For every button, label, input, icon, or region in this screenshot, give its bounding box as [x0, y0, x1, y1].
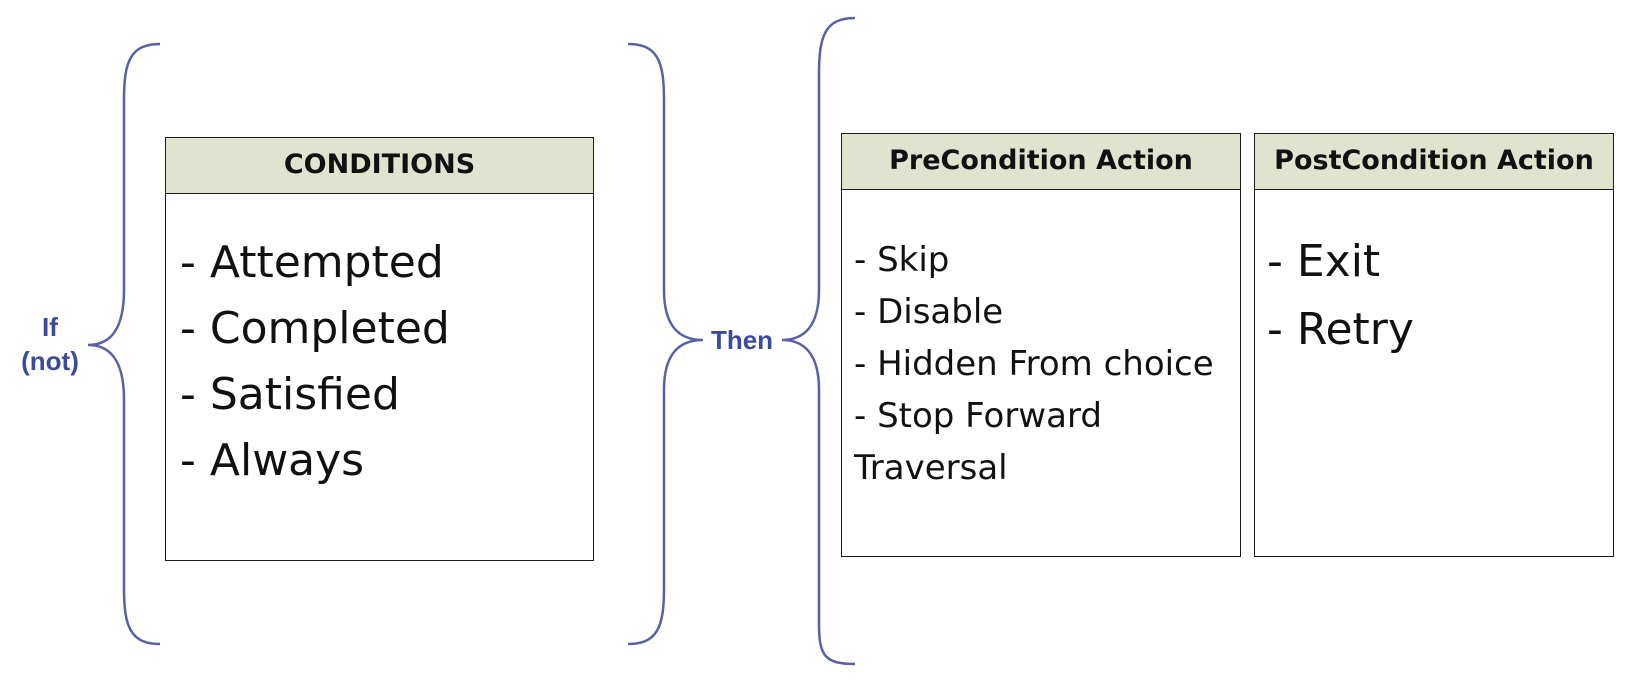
list-item: - Satisfied — [180, 369, 400, 420]
list-item: - Exit — [1267, 236, 1381, 287]
not-label: (not) — [21, 346, 79, 376]
conditions-list: - Attempted - Completed - Satisfied - Al… — [166, 194, 593, 494]
precondition-list: - Skip - Disable - Hidden From choice - … — [842, 190, 1240, 494]
conditions-box: CONDITIONS - Attempted - Completed - Sat… — [165, 137, 594, 561]
conditions-header: CONDITIONS — [166, 138, 593, 194]
left-open-brace — [87, 42, 161, 646]
postcondition-box: PostCondition Action - Exit - Retry — [1254, 133, 1614, 557]
postcondition-header: PostCondition Action — [1255, 134, 1613, 190]
precondition-header: PreCondition Action — [842, 134, 1240, 190]
list-item: - Stop Forward — [854, 396, 1102, 436]
list-item: - Retry — [1267, 304, 1414, 355]
list-item: - Attempted — [180, 237, 444, 288]
right-open-brace — [781, 16, 856, 666]
middle-close-brace — [627, 42, 704, 646]
postcondition-list: - Exit - Retry — [1255, 190, 1613, 364]
precondition-box: PreCondition Action - Skip - Disable - H… — [841, 133, 1241, 557]
list-item: Traversal — [854, 448, 1008, 488]
if-label: If — [42, 312, 58, 342]
list-item: - Hidden From choice — [854, 344, 1214, 384]
list-item: - Skip — [854, 240, 950, 280]
if-not-label: If (not) — [12, 310, 88, 378]
list-item: - Disable — [854, 292, 1004, 332]
list-item: - Completed — [180, 303, 450, 354]
then-label: Then — [710, 325, 774, 355]
list-item: - Always — [180, 435, 365, 486]
